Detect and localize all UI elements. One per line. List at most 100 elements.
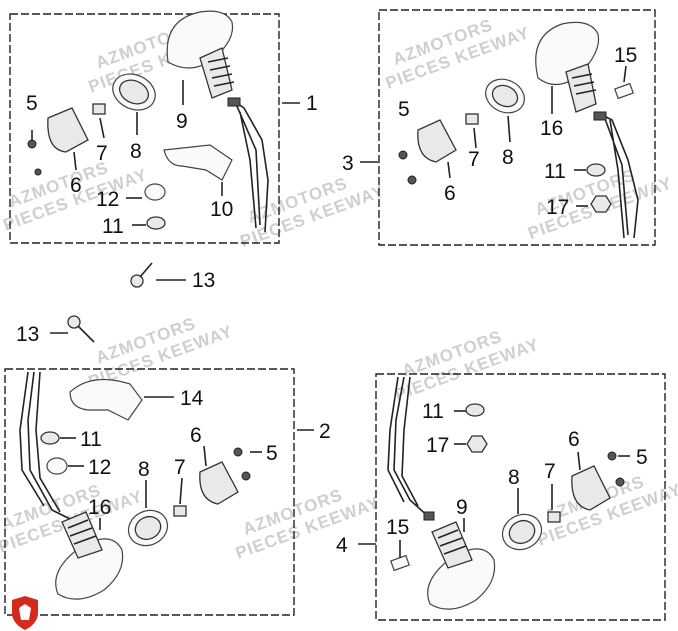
screw-13-top: 13 <box>130 262 215 292</box>
leader-6 <box>447 161 451 179</box>
label-9: 9 <box>176 110 188 133</box>
leader-15 <box>623 65 627 83</box>
screw <box>398 150 408 160</box>
wire-connector <box>593 111 607 121</box>
label-7: 7 <box>174 456 186 479</box>
assembly-2: 2 14 11 12 6 5 8 7 16 <box>4 368 331 616</box>
small-screw <box>241 471 251 481</box>
lamp-lens <box>427 548 496 610</box>
group-label-3: 3 <box>342 152 354 175</box>
label-11: 11 <box>80 428 102 451</box>
lamp-socket <box>61 511 103 559</box>
brand-logo <box>12 596 38 630</box>
socket-ribs <box>67 519 97 545</box>
label-7: 7 <box>544 460 556 483</box>
assembly-1: 1 5 7 6 8 9 12 11 10 <box>9 10 318 244</box>
assembly-frame <box>378 9 656 246</box>
label-5: 5 <box>26 92 38 115</box>
lamp-base <box>199 461 239 505</box>
small-nut <box>173 505 187 517</box>
hex-nut <box>590 195 612 213</box>
assembly-frame <box>4 368 295 616</box>
label-7: 7 <box>96 142 108 165</box>
label-8: 8 <box>130 140 142 163</box>
group-label-2: 2 <box>319 420 331 443</box>
small-nut <box>92 103 106 115</box>
lamp-base <box>571 465 611 511</box>
screw-shank <box>139 262 153 278</box>
leader-7 <box>473 127 477 149</box>
group-label-4: 4 <box>336 534 348 557</box>
mounting-bracket <box>163 144 233 181</box>
washer <box>465 403 485 417</box>
label-13b: 13 <box>16 323 39 346</box>
lamp-socket <box>199 47 233 99</box>
label-15: 15 <box>386 516 409 539</box>
label-6: 6 <box>568 428 580 451</box>
wire-connector <box>227 97 241 107</box>
grommet <box>46 457 68 475</box>
label-6: 6 <box>70 174 82 197</box>
socket-ribs <box>207 57 235 87</box>
label-16: 16 <box>88 496 111 519</box>
label-5: 5 <box>636 446 648 469</box>
screw-head <box>130 274 144 288</box>
group-label-1: 1 <box>306 92 318 115</box>
screw-13-bottom: 13 <box>16 315 95 346</box>
leader-8 <box>507 115 511 143</box>
bulb <box>614 82 634 100</box>
leader-6 <box>73 151 77 171</box>
assembly-frame <box>375 373 666 621</box>
label-6: 6 <box>444 182 456 205</box>
mounting-bracket <box>69 378 143 421</box>
leader-6 <box>203 445 207 467</box>
screw-shank <box>77 325 95 343</box>
assembly-3: 3 15 5 16 7 8 6 11 17 <box>342 9 656 246</box>
leader-7 <box>99 117 105 139</box>
socket-ribs <box>437 529 467 555</box>
label-9: 9 <box>456 496 468 519</box>
screw <box>607 451 617 461</box>
lamp-housing-inner <box>118 79 150 105</box>
label-7: 7 <box>468 148 480 171</box>
assembly-frame <box>9 13 280 244</box>
label-12: 12 <box>88 456 111 479</box>
lamp-lens <box>55 538 124 600</box>
assembly-4: 4 11 17 6 5 8 7 9 15 <box>336 373 666 621</box>
label-6: 6 <box>190 424 202 447</box>
label-5: 5 <box>398 98 410 121</box>
lamp-base <box>417 119 457 163</box>
screw <box>27 139 37 149</box>
wire-connector <box>423 511 435 521</box>
label-12: 12 <box>96 188 119 211</box>
label-10: 10 <box>210 198 233 221</box>
label-14: 14 <box>180 387 204 410</box>
wire-harness <box>595 111 639 239</box>
small-screw <box>615 477 625 487</box>
shield-inner <box>19 604 31 620</box>
leader-6 <box>577 451 581 471</box>
lamp-housing-inner <box>491 84 519 108</box>
label-11: 11 <box>102 215 124 238</box>
grommet <box>144 183 166 201</box>
lamp-socket <box>565 63 597 113</box>
label-11: 11 <box>422 400 444 423</box>
lamp-housing-inner <box>134 515 162 541</box>
socket-ribs <box>571 73 597 95</box>
screw <box>233 447 243 457</box>
washer <box>146 216 166 230</box>
leader-7 <box>179 477 183 505</box>
lamp-housing-inner <box>508 519 536 545</box>
label-11: 11 <box>544 160 566 183</box>
small-nut <box>465 113 479 125</box>
washer <box>40 431 60 445</box>
bulb <box>390 554 410 572</box>
label-17: 17 <box>426 434 449 457</box>
washer <box>586 163 606 177</box>
small-nut <box>547 511 561 523</box>
small-screw <box>34 168 42 176</box>
hex-nut <box>466 435 488 453</box>
label-15: 15 <box>614 44 637 67</box>
